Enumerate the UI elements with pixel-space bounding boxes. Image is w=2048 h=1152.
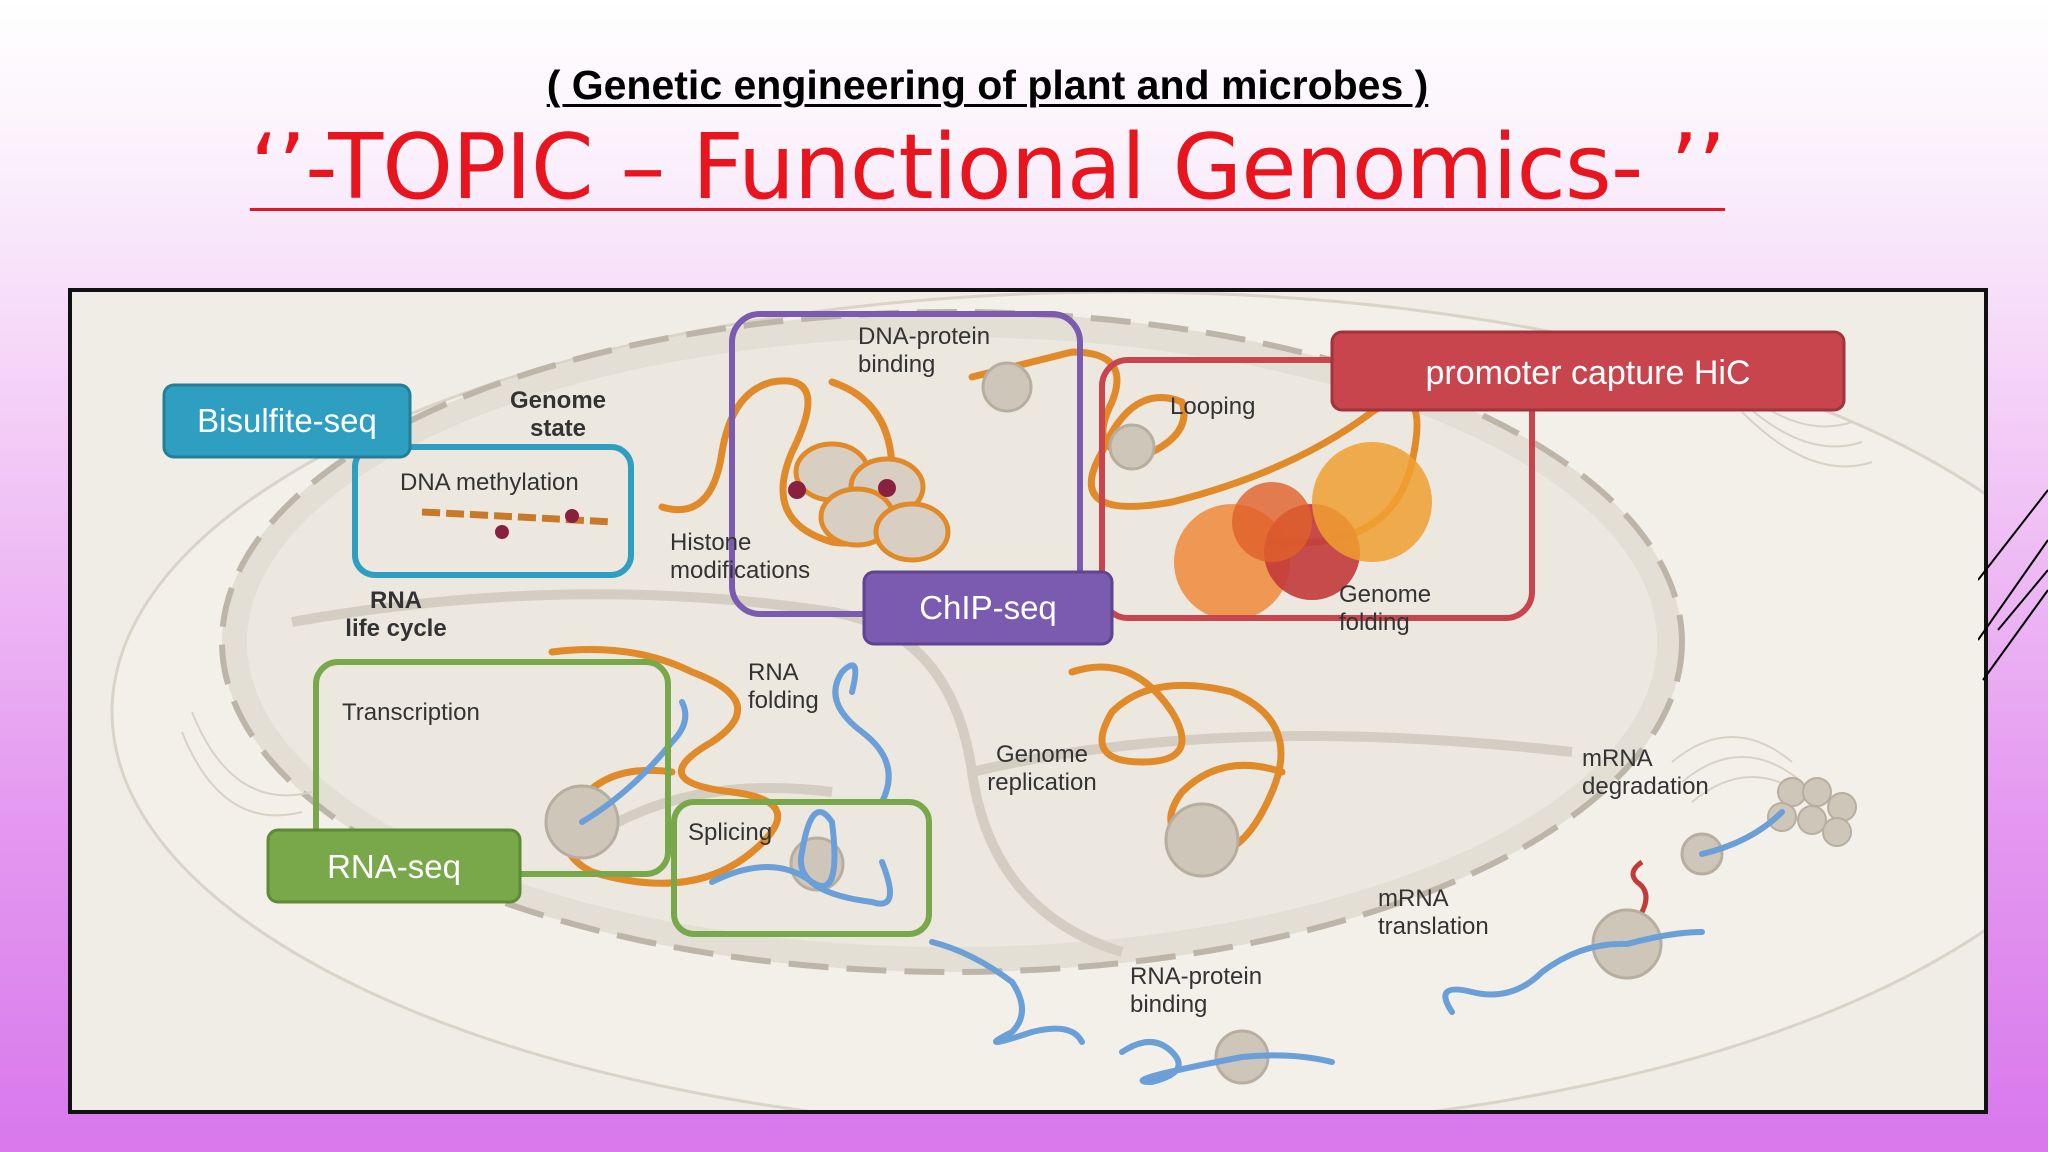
label-rna-protein-1: RNA-protein — [1130, 963, 1262, 990]
label-rna-protein-2: binding — [1130, 991, 1207, 1018]
method-rnaseq-label: RNA-seq — [327, 848, 461, 885]
label-mrna-translation-2: translation — [1378, 913, 1489, 940]
label-dna-protein-1: DNA-protein — [858, 323, 990, 350]
territory-line-2 — [970, 731, 1573, 777]
label-mrna-degradation-1: mRNA — [1582, 745, 1653, 772]
label-genome-state-2: state — [530, 415, 586, 442]
exosome — [1767, 777, 1857, 847]
method-bisulfite-label: Bisulfite-seq — [197, 402, 377, 439]
method-hic: promoter capture HiC — [1330, 330, 1846, 412]
method-chip-label: ChIP-seq — [919, 589, 1057, 626]
label-transcription: Transcription — [342, 699, 480, 726]
label-histone-1: Histone — [670, 529, 751, 556]
hic-region-box — [1099, 357, 1535, 621]
page-title: ‘’-TOPIC – Functional Genomics- ’’ — [249, 115, 1726, 220]
label-dna-methylation: DNA methylation — [400, 469, 579, 496]
label-genome-replication-1: Genome — [996, 741, 1088, 768]
label-mrna-degradation-2: degradation — [1582, 773, 1709, 800]
label-histone-2: modifications — [670, 557, 810, 584]
genomics-diagram: Bisulfite-seq ChIP-seq promoter capture … — [68, 288, 1988, 1114]
annotations: Genome state DNA methylation DNA-protein… — [342, 323, 1709, 1018]
method-bisulfite: Bisulfite-seq — [162, 383, 412, 459]
label-rna-life-cycle-2: life cycle — [345, 615, 446, 642]
nucleosomes — [788, 441, 951, 563]
label-dna-protein-2: binding — [858, 351, 935, 378]
diagram-canvas: Bisulfite-seq ChIP-seq promoter capture … — [110, 292, 1984, 1110]
label-genome-state-1: Genome — [510, 387, 606, 414]
method-chip: ChIP-seq — [862, 570, 1114, 646]
subtitle: ( Genetic engineering of plant and micro… — [546, 62, 1429, 108]
label-genome-replication-2: replication — [987, 769, 1096, 796]
label-genome-folding-2: folding — [1339, 609, 1410, 636]
label-rna-folding-2: folding — [748, 687, 819, 714]
dna-strand — [548, 348, 1421, 887]
genome-folding-tangle — [1174, 442, 1432, 620]
label-rna-life-cycle-1: RNA — [370, 587, 422, 614]
method-rnaseq: RNA-seq — [266, 828, 522, 904]
methylation-strand — [421, 508, 613, 539]
methylation-region-box — [352, 444, 634, 578]
label-splicing: Splicing — [688, 819, 772, 846]
method-hic-label: promoter capture HiC — [1425, 354, 1750, 392]
label-rna-folding-1: RNA — [748, 659, 799, 686]
label-looping: Looping — [1170, 393, 1255, 420]
splicing-region-box — [671, 799, 932, 937]
label-mrna-translation-1: mRNA — [1378, 885, 1449, 912]
label-genome-folding-1: Genome — [1339, 581, 1431, 608]
nascent-peptide — [1630, 859, 1649, 914]
decorative-chevrons — [1978, 489, 2048, 681]
